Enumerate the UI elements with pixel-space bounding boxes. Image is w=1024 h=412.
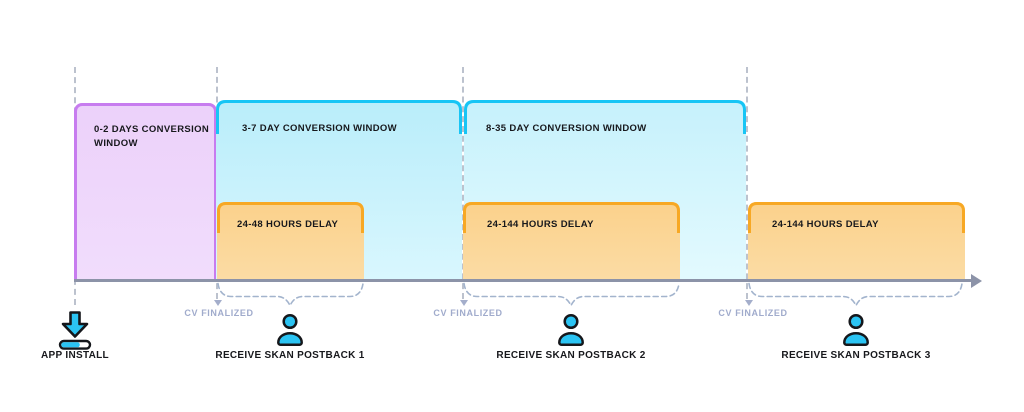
conversion-window-label: 0-2 DAYS CONVERSION WINDOW bbox=[94, 124, 210, 149]
delay-label: 24-144 HOURS DELAY bbox=[487, 219, 594, 230]
cv-finalized-arrow-icon bbox=[214, 300, 222, 306]
dashed-marker-line-postback-2 bbox=[462, 67, 464, 299]
app-install-icon bbox=[58, 311, 92, 350]
milestone-label-postback-1: RECEIVE SKAN POSTBACK 1 bbox=[215, 350, 365, 361]
delay-label: 24-48 HOURS DELAY bbox=[237, 219, 339, 230]
person-icon bbox=[277, 313, 303, 347]
conversion-window-box-1: 0-2 DAYS CONVERSION WINDOW bbox=[74, 103, 217, 281]
brace-connector-postback-3 bbox=[748, 282, 963, 308]
delay-box-3: 24-144 HOURS DELAY bbox=[748, 202, 965, 281]
cv-finalized-label: CV FINALIZED bbox=[433, 308, 503, 318]
milestone-label-postback-3: RECEIVE SKAN POSTBACK 3 bbox=[781, 350, 931, 361]
person-icon bbox=[843, 313, 869, 347]
milestone-label-app-install: APP INSTALL bbox=[41, 350, 109, 361]
timeline-axis-arrow-icon bbox=[971, 274, 982, 288]
milestone-label-postback-2: RECEIVE SKAN POSTBACK 2 bbox=[496, 350, 646, 361]
cv-finalized-label: CV FINALIZED bbox=[184, 308, 254, 318]
delay-label: 24-144 HOURS DELAY bbox=[772, 219, 879, 230]
timeline-axis bbox=[74, 279, 972, 282]
cv-finalized-arrow-icon bbox=[460, 300, 468, 306]
conversion-window-label: 8-35 DAY CONVERSION WINDOW bbox=[486, 123, 647, 134]
delay-box-2: 24-144 HOURS DELAY bbox=[463, 202, 680, 281]
dashed-marker-line-postback-3 bbox=[746, 67, 748, 299]
brace-connector-postback-1 bbox=[217, 282, 364, 308]
conversion-window-label: 3-7 DAY CONVERSION WINDOW bbox=[242, 123, 397, 134]
delay-box-1: 24-48 HOURS DELAY bbox=[217, 202, 364, 281]
cv-finalized-arrow-icon bbox=[745, 300, 753, 306]
cv-finalized-label: CV FINALIZED bbox=[718, 308, 788, 318]
person-icon bbox=[558, 313, 584, 347]
brace-connector-postback-2 bbox=[463, 282, 680, 308]
